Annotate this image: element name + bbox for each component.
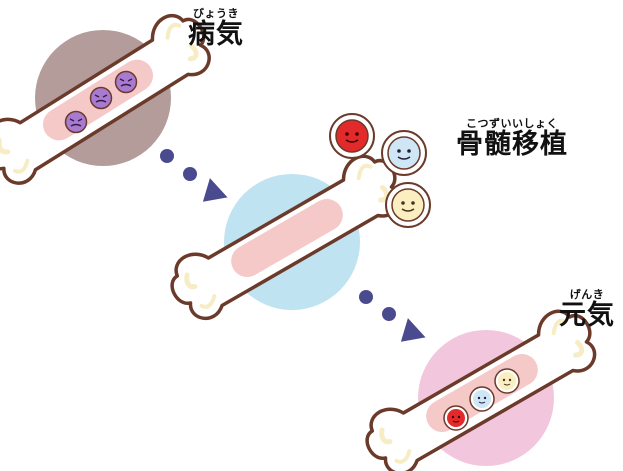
label-ruby: びょうき xyxy=(193,7,239,20)
label-ruby: げんき xyxy=(569,288,605,301)
platelet-icon xyxy=(494,368,520,394)
label-title: 骨髄移植 xyxy=(456,129,568,160)
label-ruby: こつずいいしょく xyxy=(466,117,558,130)
stage-label-healthy: げんき 元気 xyxy=(554,289,620,331)
white-blood-cell-icon xyxy=(469,386,495,412)
arrow-head-icon xyxy=(400,318,426,342)
platelet-icon xyxy=(385,182,431,228)
stage-label-sick: びょうき 病気 xyxy=(181,8,251,50)
sick-cell-icon xyxy=(89,86,113,110)
arrow-2 xyxy=(359,290,426,342)
label-title: 元気 xyxy=(559,300,615,331)
red-blood-cell-icon xyxy=(329,113,375,159)
stage-label-transplant: こつずいいしょく 骨髄移植 xyxy=(444,118,580,160)
sick-cell-icon xyxy=(114,70,138,94)
white-blood-cell-icon xyxy=(381,130,427,176)
arrow-1 xyxy=(160,149,228,202)
transplant-bone xyxy=(161,145,411,328)
arrow-head-icon xyxy=(202,178,228,202)
sick-cell-icon xyxy=(64,110,88,134)
red-blood-cell-icon xyxy=(443,405,469,431)
label-title: 病気 xyxy=(188,19,244,50)
